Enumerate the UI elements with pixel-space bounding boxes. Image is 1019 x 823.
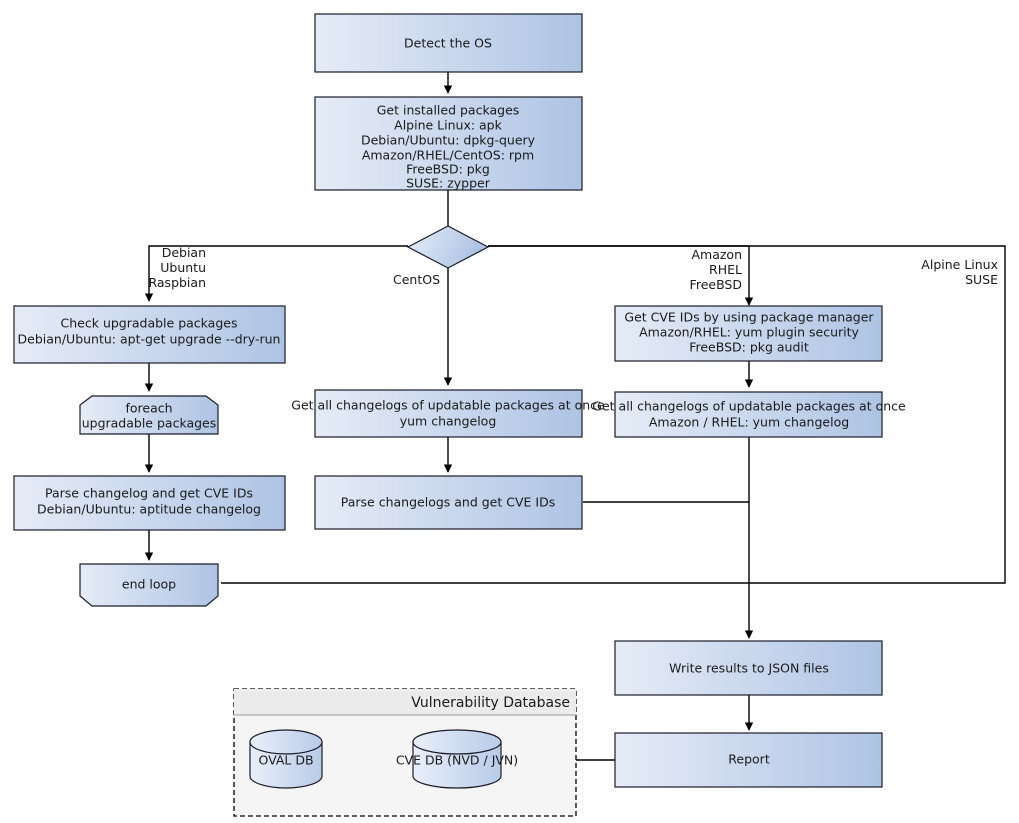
get-cve-ids-line-2: FreeBSD: pkg audit bbox=[689, 340, 809, 355]
get-changelogs-amazon-line-0: Get all changelogs of updatable packages… bbox=[592, 399, 906, 414]
get-changelogs-amazon-line-1: Amazon / RHEL: yum changelog bbox=[649, 415, 849, 430]
end-loop-label: end loop bbox=[122, 577, 176, 592]
get-cve-ids-line-1: Amazon/RHEL: yum plugin security bbox=[639, 325, 859, 340]
parse-changelog-debian-line-0: Parse changelog and get CVE IDs bbox=[45, 486, 253, 501]
get-installed-line-1: Alpine Linux: apk bbox=[394, 118, 502, 133]
edge-label-debian-line-1: Ubuntu bbox=[160, 260, 206, 275]
node-parse-changelog-debian[interactable]: Parse changelog and get CVE IDs Debian/U… bbox=[13, 475, 286, 531]
edge-label-amazon-line-1: RHEL bbox=[709, 262, 742, 277]
node-detect-os[interactable]: Detect the OS bbox=[314, 13, 583, 73]
node-get-changelogs-centos[interactable]: Get all changelogs of updatable packages… bbox=[291, 389, 605, 438]
report-box[interactable] bbox=[614, 732, 883, 788]
node-os-decision[interactable] bbox=[406, 225, 490, 269]
database-oval-db[interactable]: OVAL DB bbox=[249, 729, 323, 789]
vulnerability-database-title: Vulnerability Database bbox=[411, 695, 570, 711]
detect-os-box[interactable] bbox=[314, 13, 583, 73]
node-parse-changelogs-centos[interactable]: Parse changelogs and get CVE IDs bbox=[314, 475, 583, 530]
check-upgradable-box[interactable] bbox=[13, 305, 286, 364]
check-upgradable-line-1: Debian/Ubuntu: apt-get upgrade --dry-run bbox=[18, 332, 281, 347]
oval-db-label: OVAL DB bbox=[258, 753, 313, 768]
parse-changelog-debian-box[interactable] bbox=[13, 475, 286, 531]
parse-changelogs-centos-label: Parse changelogs and get CVE IDs bbox=[341, 495, 555, 510]
get-installed-line-3: Amazon/RHEL/CentOS: rpm bbox=[362, 148, 534, 163]
node-get-cve-ids-pkgmgr[interactable]: Get CVE IDs by using package manager Ama… bbox=[614, 305, 883, 362]
write-results-label: Write results to JSON files bbox=[669, 661, 829, 676]
node-get-changelogs-amazon[interactable]: Get all changelogs of updatable packages… bbox=[592, 391, 906, 438]
foreach-line-0: foreach bbox=[125, 401, 172, 416]
detect-os-label: Detect the OS bbox=[404, 36, 492, 51]
edge-label-centos: CentOS bbox=[393, 272, 440, 287]
cve-db-top[interactable] bbox=[412, 729, 502, 755]
edge-label-amazon-line-0: Amazon bbox=[691, 247, 742, 262]
edge-label-debian-line-0: Debian bbox=[162, 245, 206, 260]
report-label: Report bbox=[728, 752, 770, 767]
get-installed-line-0: Get installed packages bbox=[377, 103, 520, 118]
os-decision-diamond[interactable] bbox=[406, 225, 490, 269]
check-upgradable-line-0: Check upgradable packages bbox=[61, 316, 238, 331]
edge-decision-left-spine bbox=[144, 245, 408, 302]
get-changelogs-centos-line-1: yum changelog bbox=[400, 414, 497, 429]
get-installed-line-2: Debian/Ubuntu: dpkg-query bbox=[361, 133, 536, 148]
edge-label-centos-line-0: CentOS bbox=[393, 272, 440, 287]
get-cve-ids-line-0: Get CVE IDs by using package manager bbox=[624, 310, 874, 325]
end-loop-shape[interactable] bbox=[79, 563, 219, 607]
node-end-loop[interactable]: end loop bbox=[79, 563, 219, 607]
database-cve-db[interactable]: CVE DB (NVD / JVN) bbox=[396, 729, 518, 789]
cve-db-body[interactable] bbox=[412, 741, 502, 789]
edge-label-debian-line-2: Raspbian bbox=[148, 275, 206, 290]
write-results-box[interactable] bbox=[614, 640, 883, 696]
edge-label-debian: Debian Ubuntu Raspbian bbox=[148, 245, 206, 290]
node-foreach-loop-start[interactable]: foreach upgradable packages bbox=[79, 395, 219, 435]
parse-changelog-debian-line-1: Debian/Ubuntu: aptitude changelog bbox=[37, 502, 261, 517]
node-get-installed-packages[interactable]: Get installed packages Alpine Linux: apk… bbox=[314, 96, 583, 191]
edge-decision-alpine bbox=[488, 245, 1006, 584]
get-changelogs-centos-box[interactable] bbox=[314, 389, 583, 438]
foreach-loop-shape[interactable] bbox=[79, 395, 219, 435]
get-changelogs-centos-line-0: Get all changelogs of updatable packages… bbox=[291, 398, 605, 413]
oval-db-top[interactable] bbox=[249, 729, 323, 755]
edge-label-amazon-line-2: FreeBSD bbox=[690, 277, 742, 292]
parse-changelogs-centos-box[interactable] bbox=[314, 475, 583, 530]
edge-label-amazon: Amazon RHEL FreeBSD bbox=[690, 247, 742, 292]
cve-db-label: CVE DB (NVD / JVN) bbox=[396, 753, 518, 768]
edge-label-alpine: Alpine Linux SUSE bbox=[921, 257, 998, 287]
edge-label-alpine-line-1: SUSE bbox=[965, 272, 998, 287]
vulnerability-database-header bbox=[234, 689, 576, 715]
get-cve-ids-pkgmgr-box[interactable] bbox=[614, 305, 883, 362]
edge-label-alpine-line-0: Alpine Linux bbox=[921, 257, 998, 272]
get-installed-line-4: FreeBSD: pkg bbox=[406, 162, 490, 177]
connectors bbox=[144, 72, 1006, 761]
get-installed-line-5: SUSE: zypper bbox=[406, 176, 491, 191]
get-changelogs-amazon-box[interactable] bbox=[614, 391, 883, 438]
get-installed-packages-box[interactable] bbox=[314, 96, 583, 191]
group-vulnerability-database: Vulnerability Database OVAL DB CVE DB (N… bbox=[233, 688, 577, 817]
foreach-line-1: upgradable packages bbox=[82, 416, 217, 431]
oval-db-body[interactable] bbox=[249, 741, 323, 789]
node-check-upgradable[interactable]: Check upgradable packages Debian/Ubuntu:… bbox=[13, 305, 286, 364]
node-report[interactable]: Report bbox=[614, 732, 883, 788]
node-write-results[interactable]: Write results to JSON files bbox=[614, 640, 883, 696]
